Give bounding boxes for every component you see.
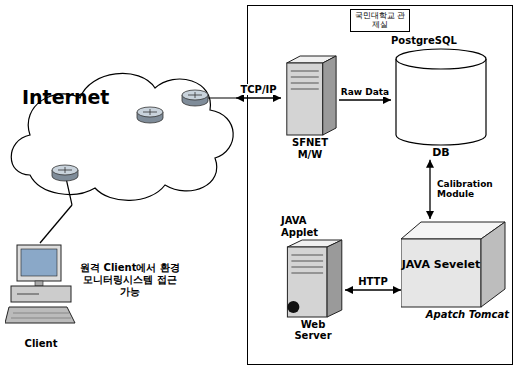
drawing-part: [396, 59, 486, 145]
internet-cloud-icon: [0, 50, 236, 205]
drawing-part: [52, 165, 78, 175]
database-cylinder-icon: [391, 47, 491, 147]
drawing-part: [327, 240, 342, 317]
node-label: SFNET M/W: [288, 137, 332, 161]
database-cylinder: PostgreSQL DB: [391, 35, 491, 160]
drawing-part: [401, 239, 481, 307]
drawing-part: [17, 245, 61, 281]
drawing-part: [287, 63, 323, 135]
middleware-server: SFNET M/W: [281, 55, 339, 161]
connector: [236, 97, 281, 98]
drawing-part: [291, 89, 319, 90]
drawing-part: [58, 167, 72, 173]
drawing-part: [188, 92, 202, 98]
drawing-part: [287, 301, 299, 313]
drawing-part: [21, 249, 57, 276]
drawing-part: [11, 73, 233, 200]
drawing-part: [291, 266, 323, 267]
connector: [345, 289, 401, 290]
drawing-part: [66, 98, 236, 205]
connector: [429, 160, 430, 219]
drawing-part: [11, 286, 71, 302]
web-server-icon: [281, 239, 345, 319]
node-label: Web Server: [281, 319, 345, 343]
node-label: JAVA Applet: [281, 215, 325, 239]
node-label: Client: [5, 338, 77, 350]
internet-cloud: Internet: [0, 50, 236, 205]
node-label: DB: [391, 147, 491, 160]
drawing-part: [35, 281, 43, 286]
drawing-part: [291, 71, 319, 72]
drawing-part: [323, 56, 336, 135]
node-label: Apatch Tomcat: [401, 309, 509, 321]
connector: [339, 99, 391, 100]
drawing-part: [182, 90, 208, 100]
drawing-part: [17, 294, 39, 295]
drawing-part: [11, 313, 71, 318]
web-server: JAVA AppletWeb Server: [281, 215, 345, 342]
drawing-part: [291, 83, 319, 84]
drawing-part: [291, 254, 323, 255]
drawing-part: [396, 49, 486, 69]
drawing-part: [143, 109, 157, 115]
drawing-part: [137, 107, 163, 117]
connector: [40, 205, 72, 243]
room-title: 국민대학교 관제실: [350, 9, 410, 32]
servlet-box: Apatch Tomcat JAVA Sevelet: [401, 219, 509, 321]
drawing-part: [287, 247, 327, 317]
node-label: JAVA Sevelet: [401, 259, 481, 272]
connector-label: TCP/IP: [239, 84, 277, 96]
drawing-part: [291, 77, 319, 78]
drawing-part: [291, 260, 323, 261]
note-text: 원격 Client에서 환경모니터링시스템 접근 가능: [80, 262, 180, 298]
connector-label: HTTP: [357, 276, 389, 288]
client-computer-icon: [5, 243, 77, 338]
middleware-server-icon: [281, 55, 339, 137]
node-label: PostgreSQL: [391, 35, 491, 47]
drawing-part: [291, 272, 323, 273]
node-label: Internet: [22, 86, 109, 108]
client-computer: Client: [5, 243, 77, 350]
connector-label: Raw Data: [340, 87, 390, 97]
connector-label: Calibration Module: [436, 179, 496, 200]
drawing-part: [481, 222, 505, 307]
drawing-part: [5, 307, 75, 323]
